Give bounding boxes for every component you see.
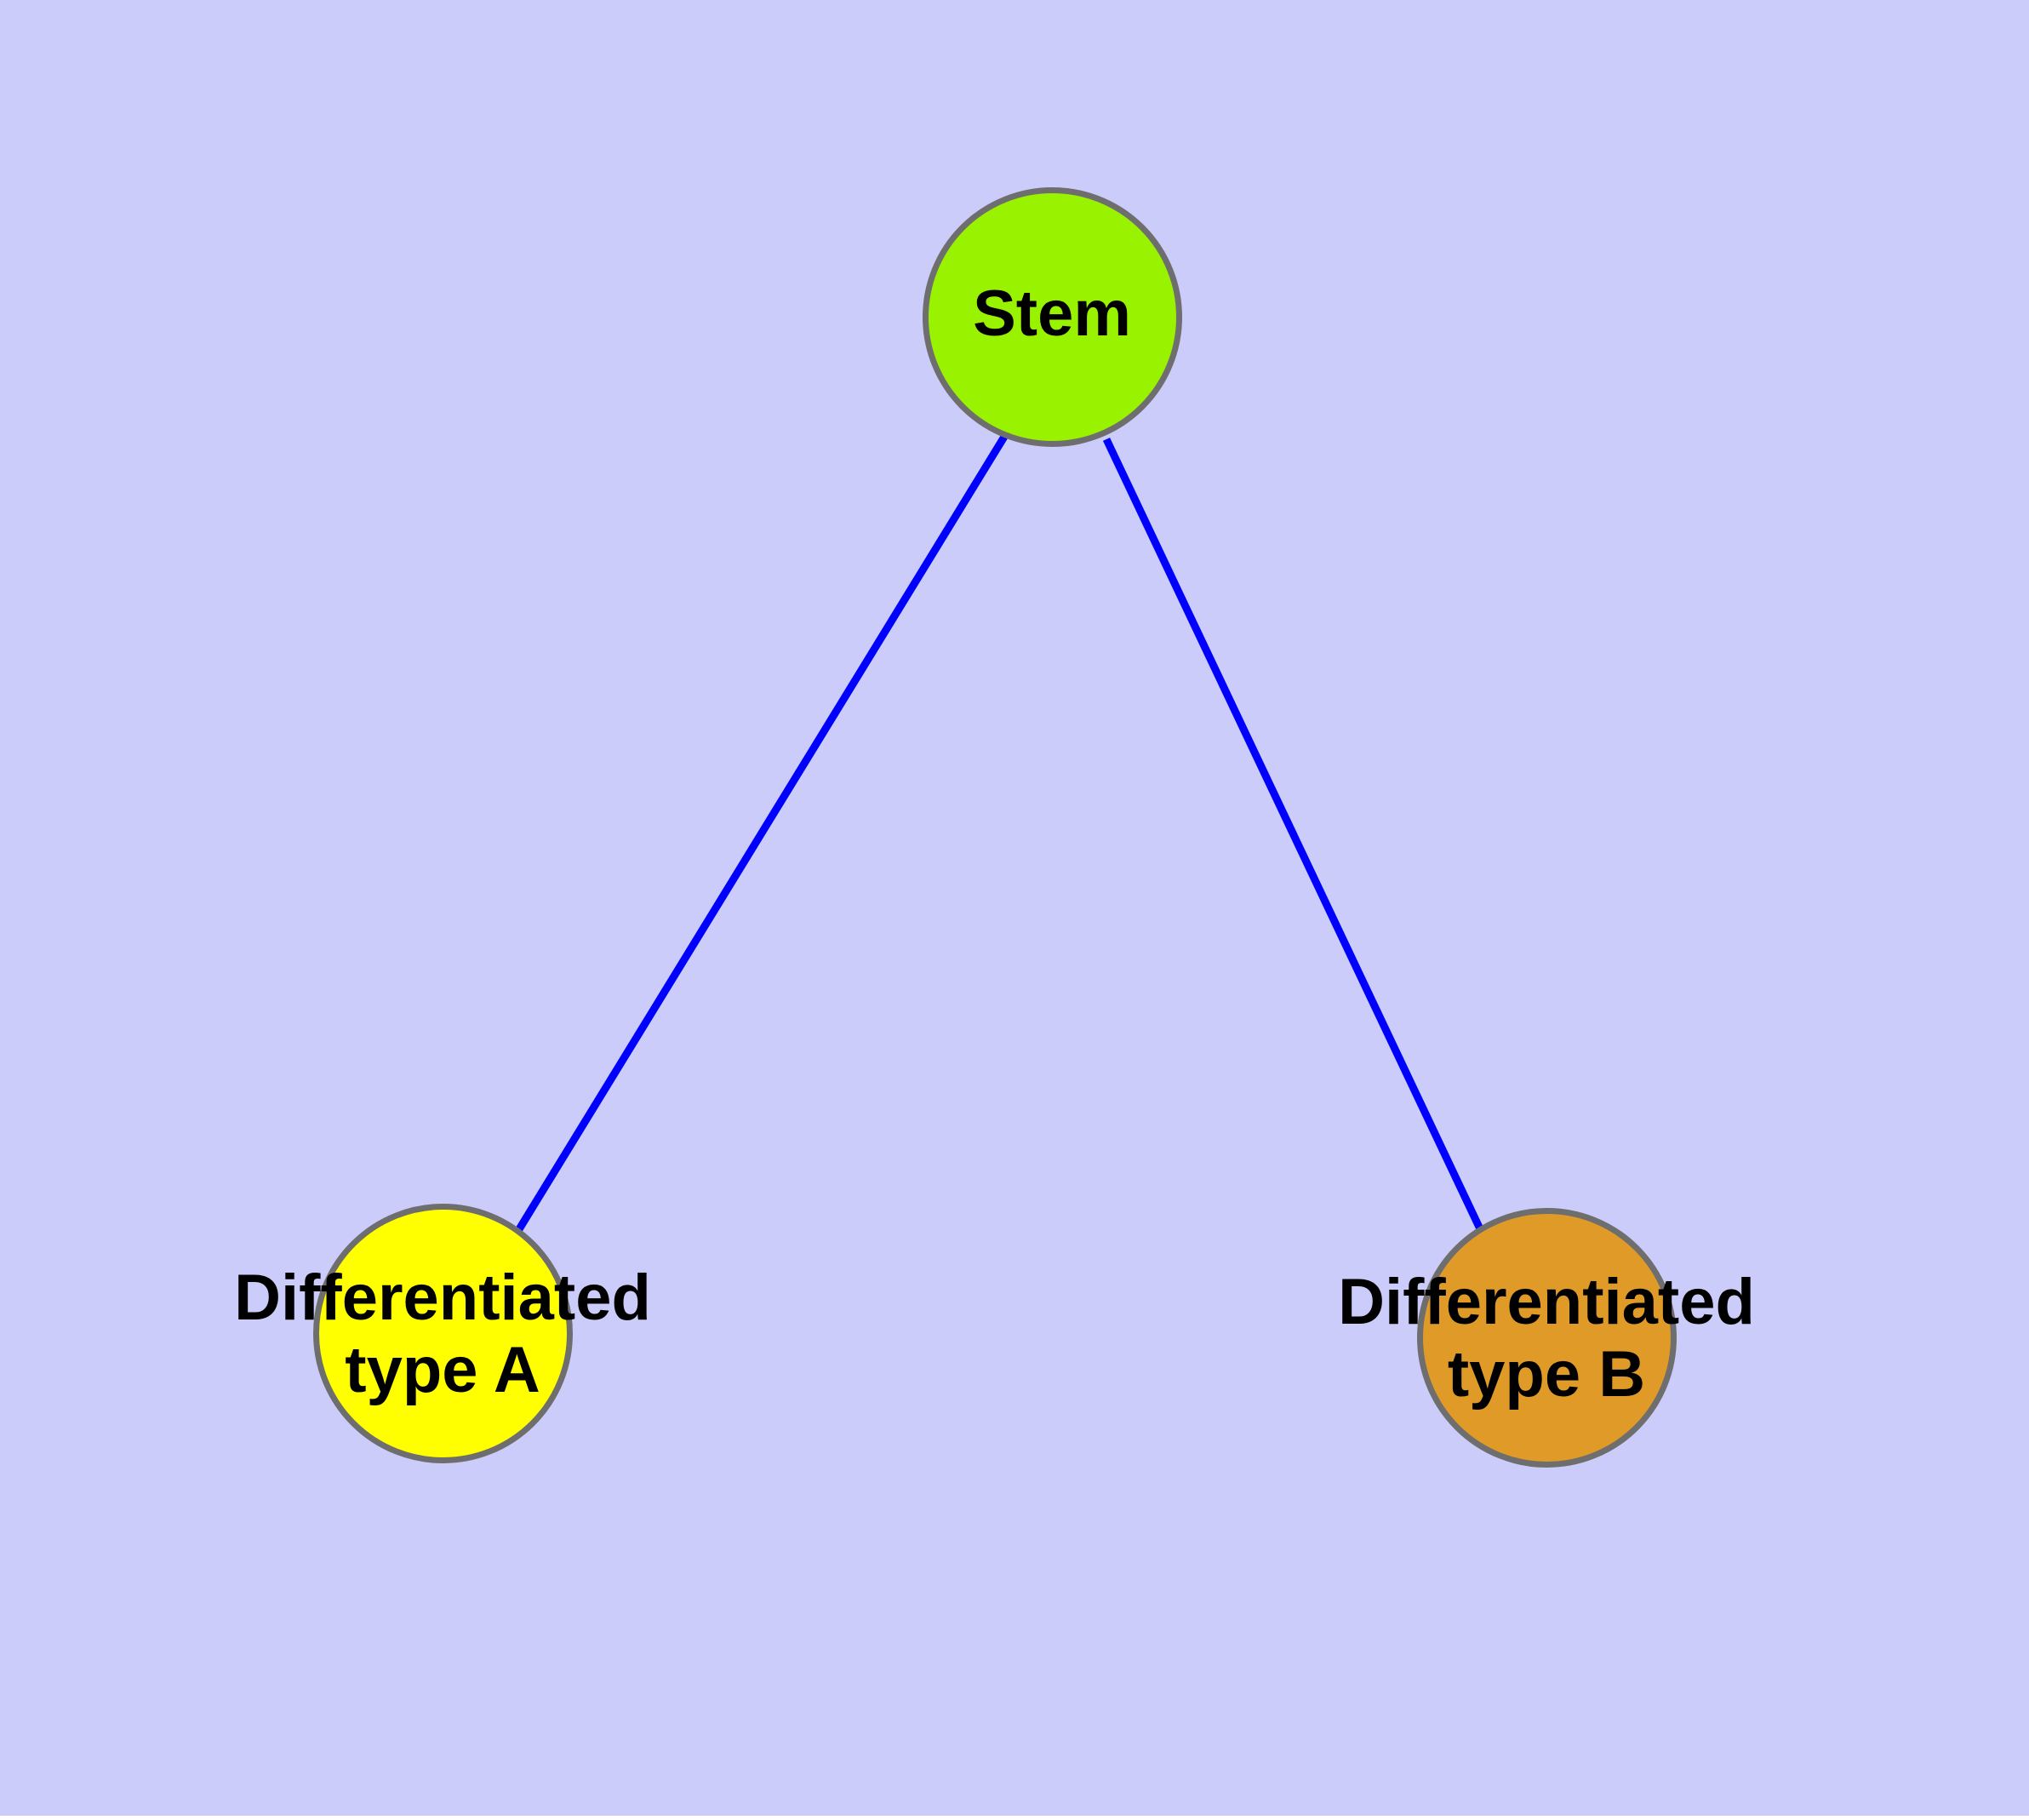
- bottom-margin: [0, 1816, 2029, 1820]
- node-differentiated-type-b[interactable]: [1417, 1208, 1677, 1468]
- edge-stem-to-type-a[interactable]: [516, 434, 1008, 1232]
- node-differentiated-type-a[interactable]: [313, 1204, 573, 1463]
- node-stem[interactable]: [923, 187, 1182, 447]
- edge-stem-to-type-b[interactable]: [1102, 438, 1487, 1236]
